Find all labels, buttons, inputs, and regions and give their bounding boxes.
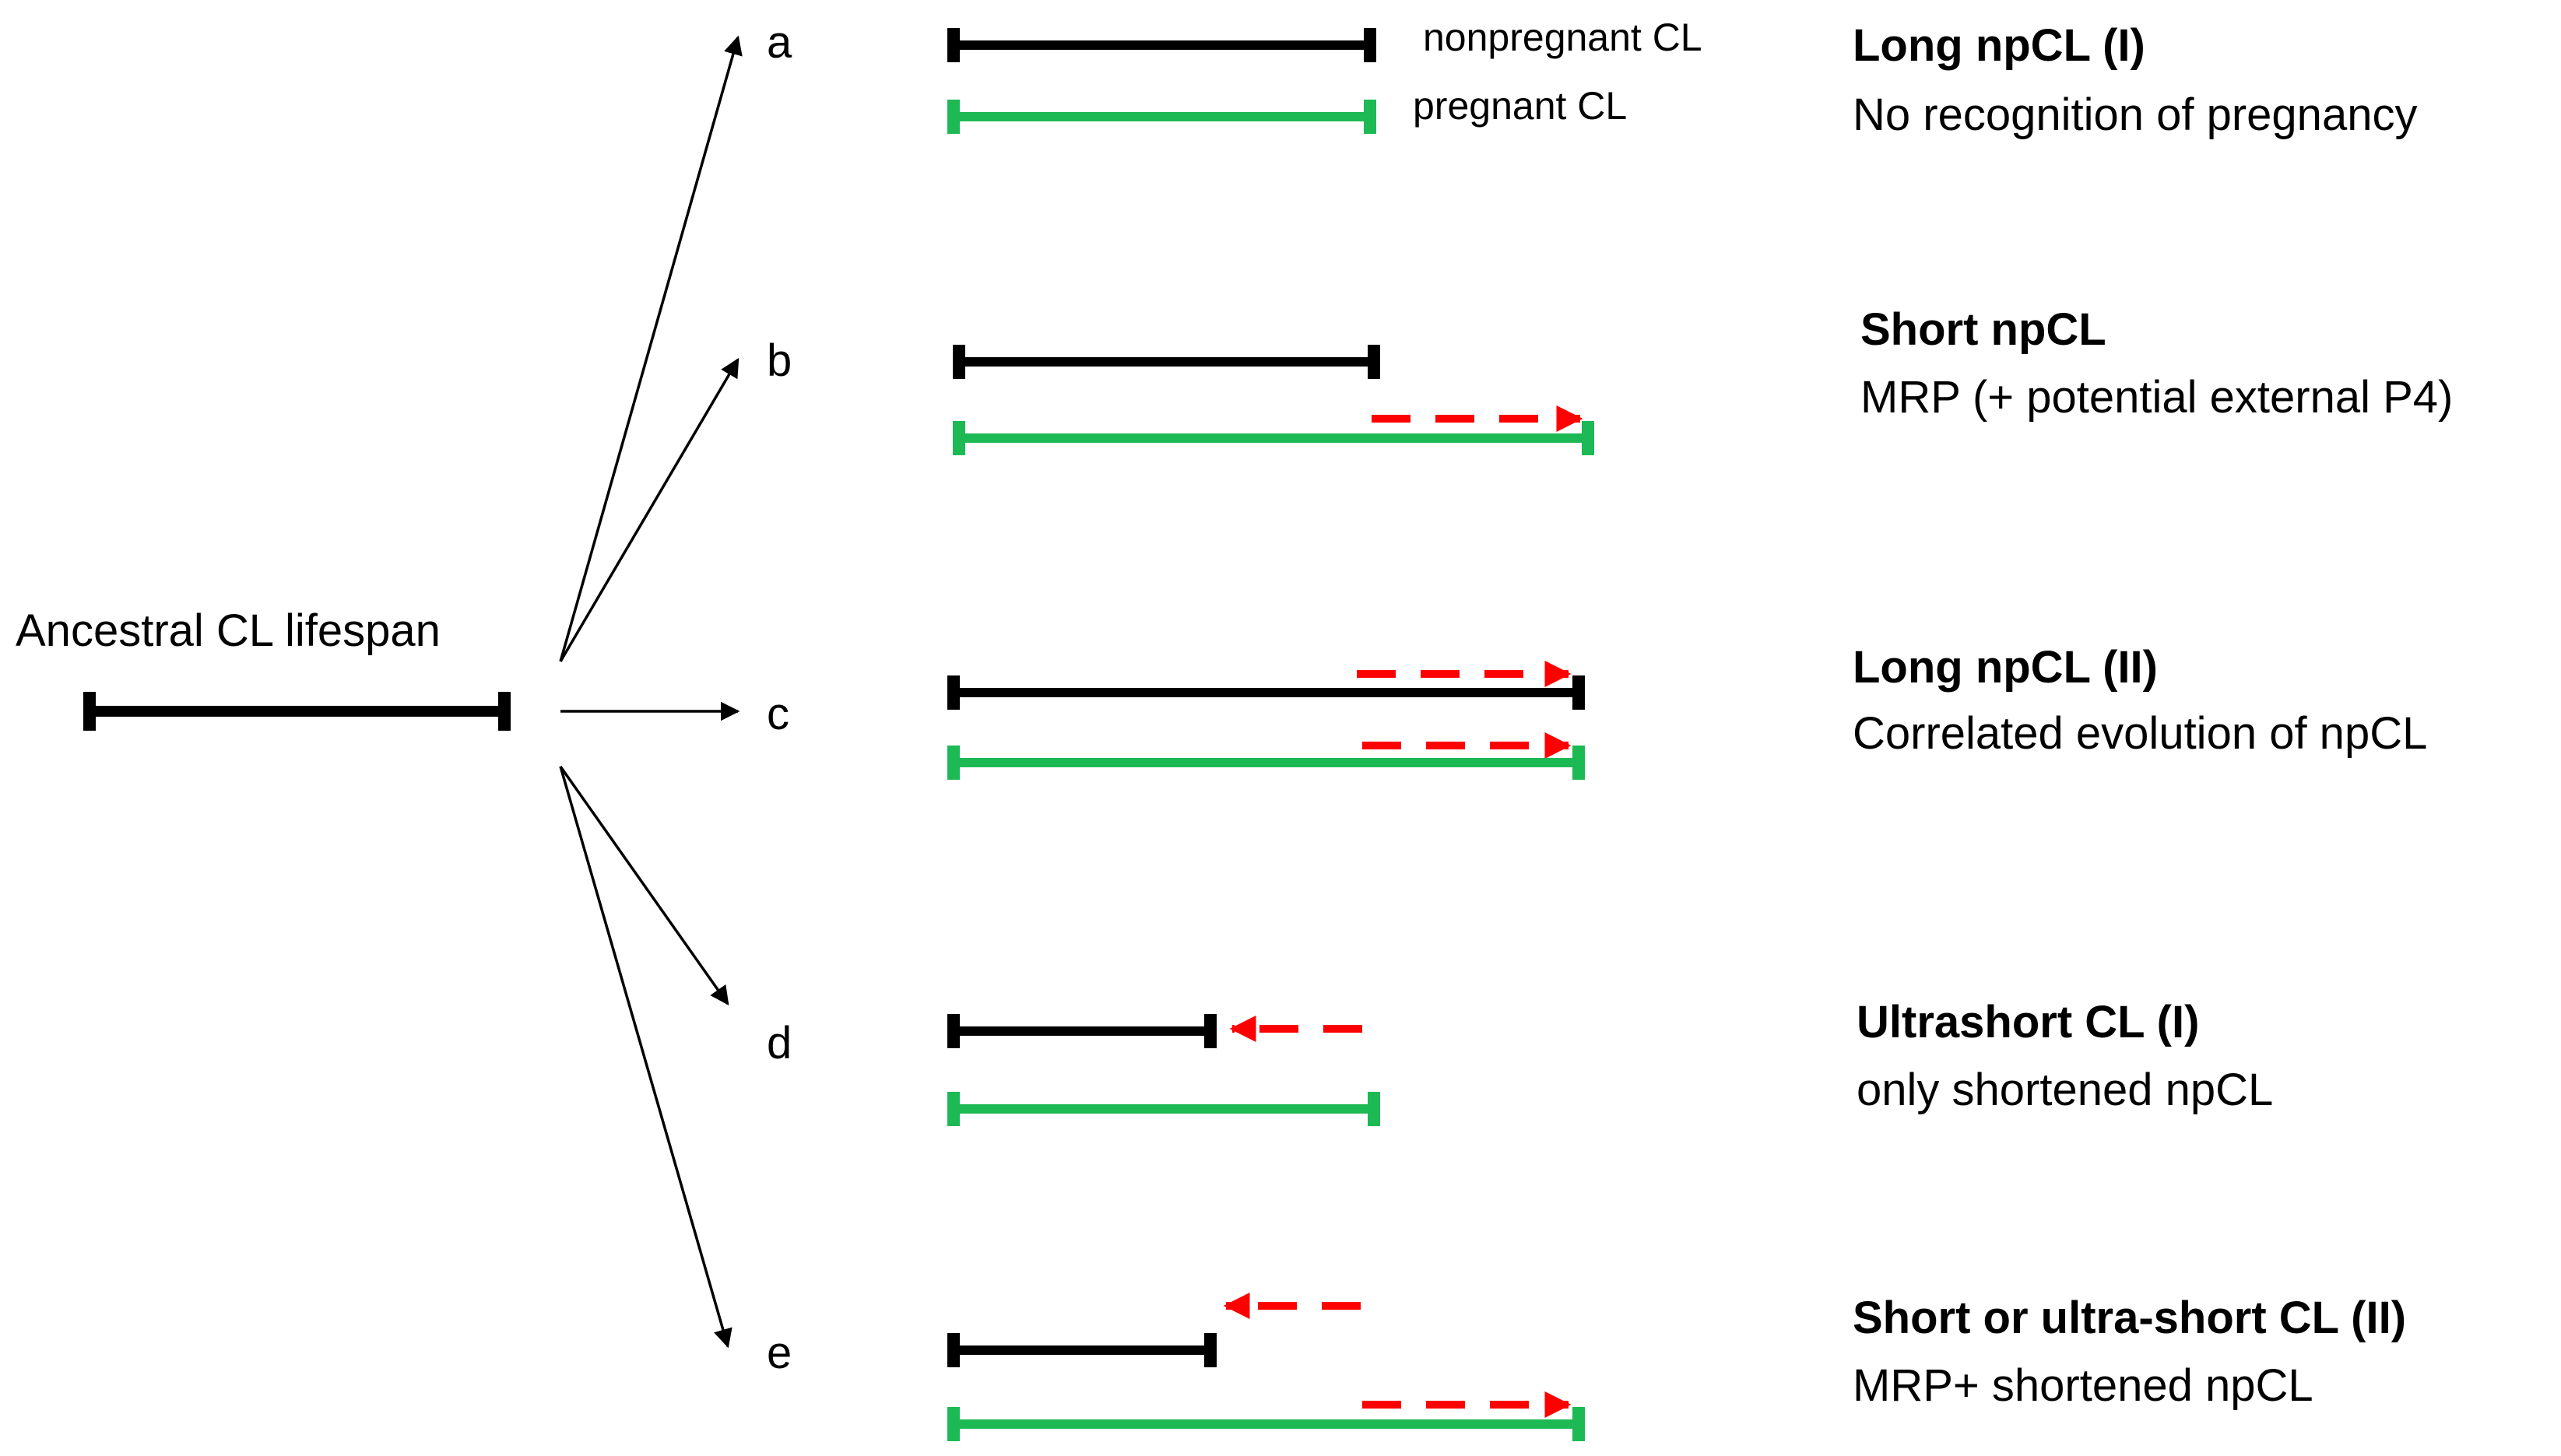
scenario-desc-b: MRP (+ potential external P4) [1860,372,2453,423]
ancestor-bar [83,692,511,731]
scenario-title-a: Long npCL (I) [1853,20,2145,71]
scenario-desc-c: Correlated evolution of npCL [1853,708,2427,759]
scenario-b-bars [953,345,1594,455]
branch-arrow-e [559,766,732,1349]
pregnant-bar-a [947,100,1376,134]
scenario-title-c: Long npCL (II) [1853,642,2158,693]
nonpregnant-bar-c [947,675,1585,710]
nonpregnant-bar-d [947,1014,1217,1048]
scenario-e-bars [947,1292,1585,1441]
scenario-letter-d: d [767,1018,792,1068]
scenario-letter-a: a [767,17,792,68]
scenario-title-e: Short or ultra-short CL (II) [1853,1293,2406,1343]
scenario-desc-a: No recognition of pregnancy [1853,89,2417,140]
scenario-desc-d: only shortened npCL [1857,1065,2273,1115]
ancestor-label: Ancestral CL lifespan [16,605,441,656]
legend-nonpregnant-label: nonpregnant CL [1423,16,1702,59]
pregnant-bar-d [947,1092,1380,1126]
legend-pregnant-label: pregnant CL [1413,84,1627,128]
scenario-letter-e: e [767,1328,792,1378]
scenario-desc-e: MRP+ shortened npCL [1853,1360,2313,1411]
pregnant-bar-b [953,421,1594,455]
scenario-d-bars [947,1014,1380,1126]
branch-arrow-b [559,357,739,662]
branch-arrow-d [559,765,729,1006]
ancestor-group: Ancestral CL lifespan [16,605,511,731]
nonpregnant-bar-e [947,1333,1217,1367]
pregnant-bar-e [947,1407,1585,1441]
nonpregnant-bar-b [953,345,1380,379]
scenario-title-d: Ultrashort CL (I) [1857,997,2199,1047]
scenario-a-bars: nonpregnant CL pregnant CL [947,16,1702,134]
pregnant-bar-c [947,746,1585,780]
scenario-c-bars [947,660,1585,780]
nonpregnant-bar-a [947,28,1376,62]
branch-arrows [559,35,743,1349]
scenario-title-b: Short npCL [1860,304,2106,355]
scenario-letter-b: b [767,335,792,386]
scenario-letter-c: c [767,689,789,739]
branch-arrow-a [559,35,743,662]
